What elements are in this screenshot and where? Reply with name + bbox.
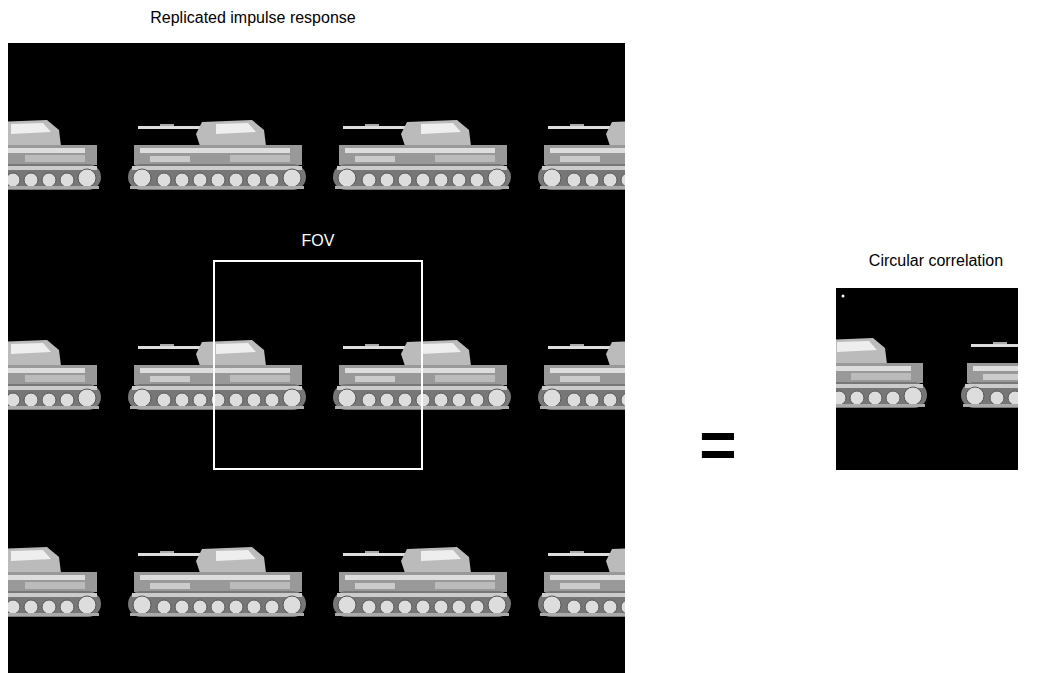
panel-heading: Circular correlation (869, 252, 1003, 270)
panel-heading: Replicated impulse response (150, 9, 355, 27)
panel-heading: FOV (302, 232, 335, 250)
fov-box: FOV (213, 260, 423, 470)
impulse-panel: Replicated impulse responseFOV (8, 43, 625, 673)
equals-sign: = (699, 413, 736, 477)
result-panel: Circular correlation (836, 288, 1018, 470)
